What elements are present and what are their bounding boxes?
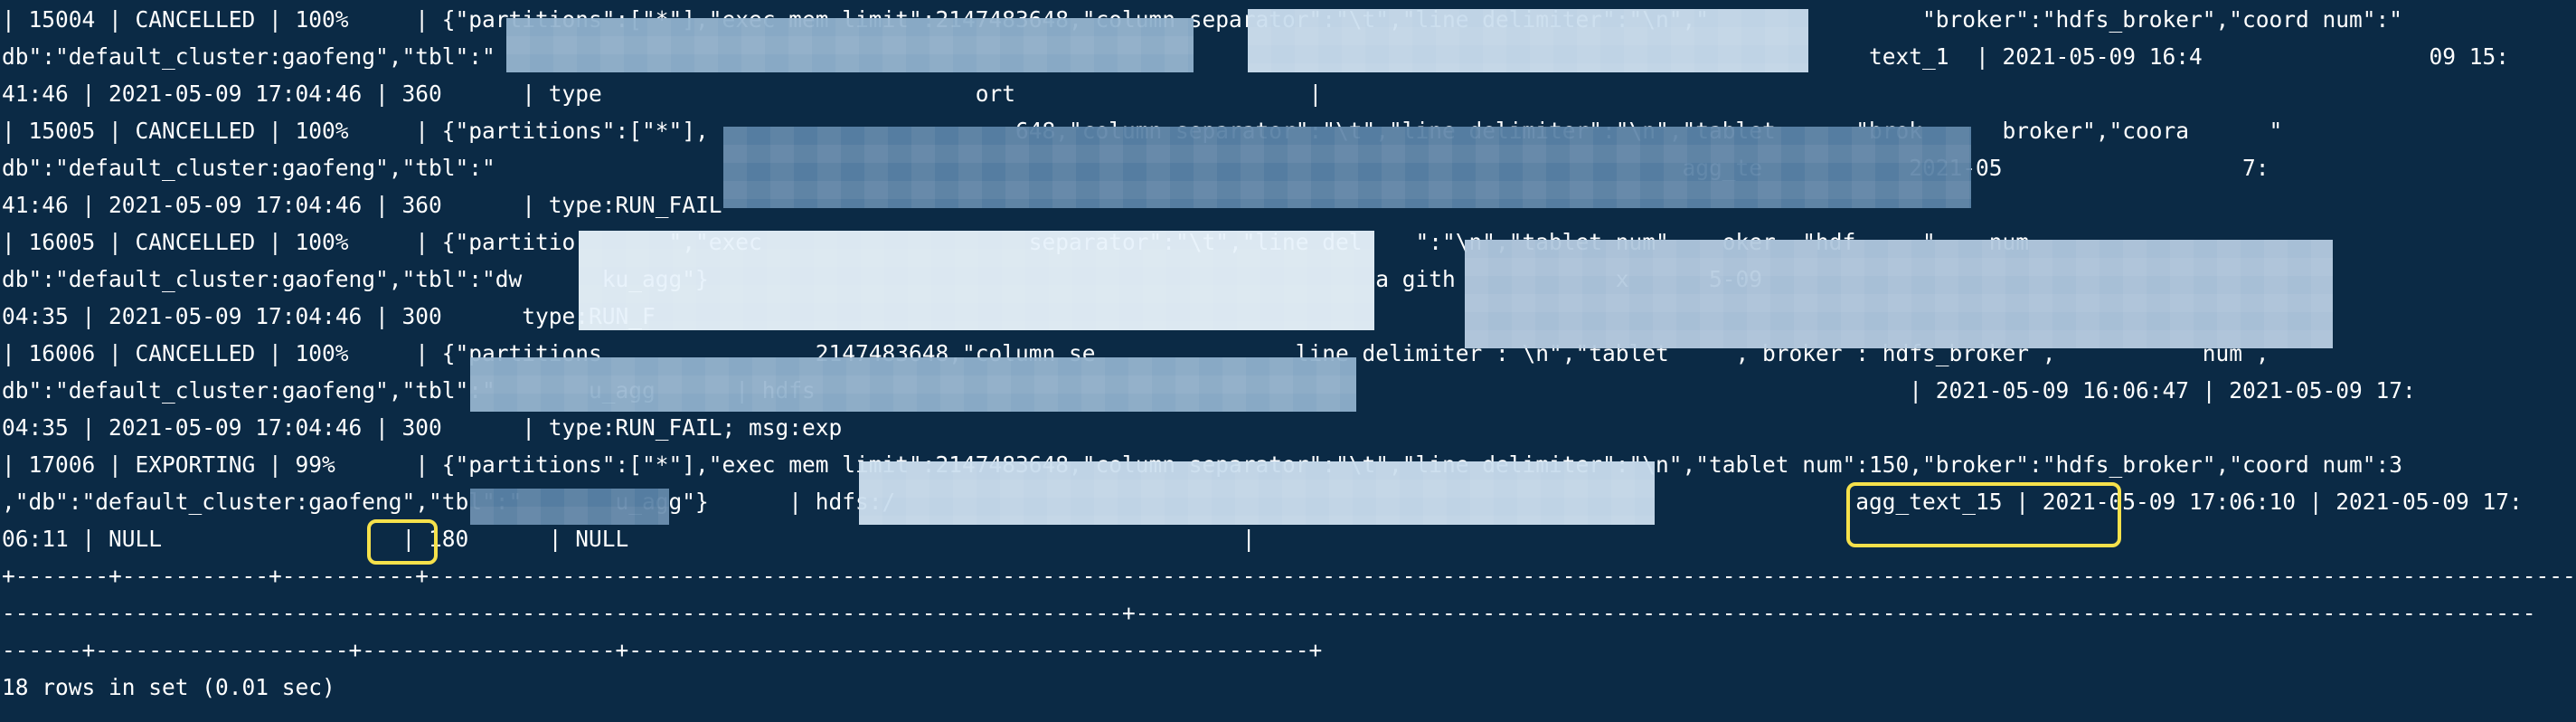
terminal-line: 06:11 | NULL | 180 | NULL | [2,526,1256,552]
redaction-mask [470,489,669,525]
redaction-mask [470,357,1356,412]
redaction-mask [506,18,1194,72]
redaction-mask [1465,240,2333,348]
terminal-line: ------+-------------------+-------------… [2,637,1323,663]
terminal-line: 18 rows in set (0.01 sec) [2,674,335,700]
terminal-line: 41:46 | 2021-05-09 17:04:46 | 360 | type… [2,192,1336,218]
redaction-mask [579,231,1374,330]
terminal-line: 04:35 | 2021-05-09 17:04:46 | 300 | type… [2,414,1056,441]
terminal-line: db":"default_cluster:gaofeng","tbl":"dw … [2,266,1762,292]
terminal-line: ----------------------------------------… [2,600,2536,626]
redaction-mask [1248,9,1808,72]
terminal-line: +-------+-----------+----------+--------… [2,563,2576,589]
terminal-line: 41:46 | 2021-05-09 17:04:46 | 360 | type… [2,81,1323,107]
redaction-mask [723,127,1971,208]
terminal-line: db":"default_cluster:gaofeng","tbl":" te… [2,43,2510,70]
terminal-window: | 15004 | CANCELLED | 100% | {"partition… [2,6,2576,700]
terminal-line: 04:35 | 2021-05-09 17:04:46 | 300 type:R… [2,303,656,329]
redaction-mask [859,461,1655,525]
